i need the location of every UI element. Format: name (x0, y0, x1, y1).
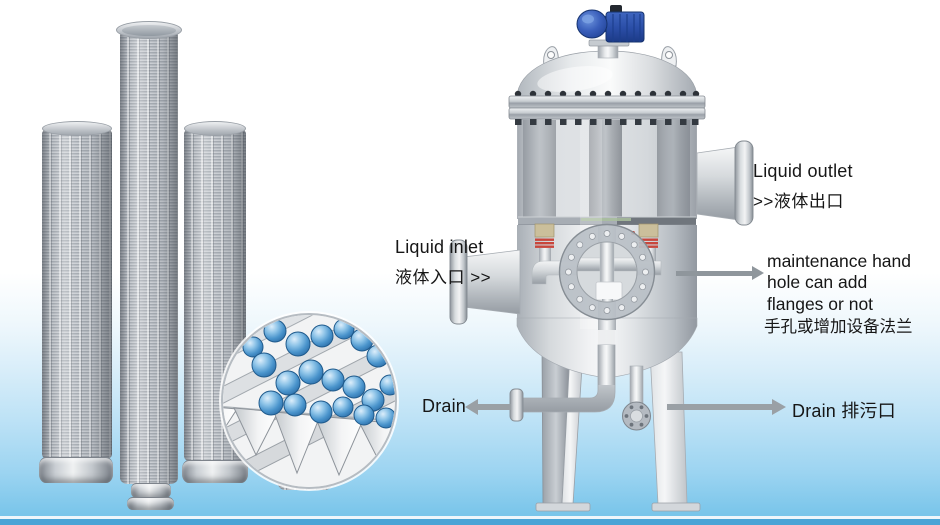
flange-nuts (515, 119, 699, 125)
liquid-outlet-label-en: Liquid outlet (753, 161, 853, 181)
cartridge-neck (131, 483, 171, 498)
footer-blue-bar (0, 519, 940, 525)
manhole-flange (558, 223, 656, 321)
liquid-inlet-label-zh: 液体入口 >> (395, 268, 492, 287)
cartridge-top-cap (184, 121, 246, 136)
drain-left-label: Drain (422, 396, 466, 417)
liquid-outlet-label: Liquid outlet >>液体出口 (753, 161, 853, 212)
particles (242, 318, 395, 429)
drain-right-arrow-shaft (667, 404, 773, 410)
maintenance-label-zh: 手孔或增加设备法兰 (764, 318, 913, 336)
filter-cartridge-left (42, 128, 112, 460)
manhole-bolt-holes (565, 230, 649, 314)
footer-divider-line (0, 516, 940, 519)
cartridge-base-ring (127, 497, 174, 510)
drain-left-arrow-shaft (477, 404, 511, 410)
cartridge-top-cap (42, 121, 112, 136)
maintenance-label-en: maintenance hand hole can add flanges or… (767, 251, 911, 314)
wedge-wire-inset (221, 313, 397, 489)
wedge-wire-detail (223, 315, 395, 487)
drain-flange-left (509, 388, 524, 422)
maintenance-arrow-shaft (676, 271, 753, 276)
drain-left-label-text: Drain (422, 396, 467, 416)
cartridge-rim-inner (122, 25, 176, 36)
liquid-inlet-label: Liquid inlet 液体入口 >> (395, 237, 491, 288)
outlet-nozzle (696, 140, 754, 226)
vent-valve-actuator (576, 5, 645, 59)
drain-piping (509, 344, 651, 431)
drain-flange-front (622, 401, 651, 431)
main-flange (508, 90, 706, 125)
maintenance-arrow-head (752, 266, 764, 280)
cartridge-bottom-cap (182, 460, 248, 483)
actuator-ribs (612, 14, 641, 42)
drain-right-label: Drain 排污口 (792, 397, 896, 423)
support-legs (535, 349, 701, 512)
liquid-outlet-label-zh: >>液体出口 (753, 192, 844, 211)
inlet-nozzle (449, 239, 521, 325)
filter-housing-illustration (449, 5, 754, 512)
filter-cartridge-tall (120, 30, 178, 484)
drain-right-label-text: Drain 排污口 (792, 401, 896, 421)
liquid-inlet-label-en: Liquid inlet (395, 237, 484, 257)
tie-rod-fittings (534, 223, 659, 262)
vessel-internals (517, 119, 697, 226)
drain-right-arrow-head (772, 399, 786, 415)
cartridge-bottom-cap (39, 457, 113, 483)
drain-left-arrow-head (465, 399, 478, 415)
